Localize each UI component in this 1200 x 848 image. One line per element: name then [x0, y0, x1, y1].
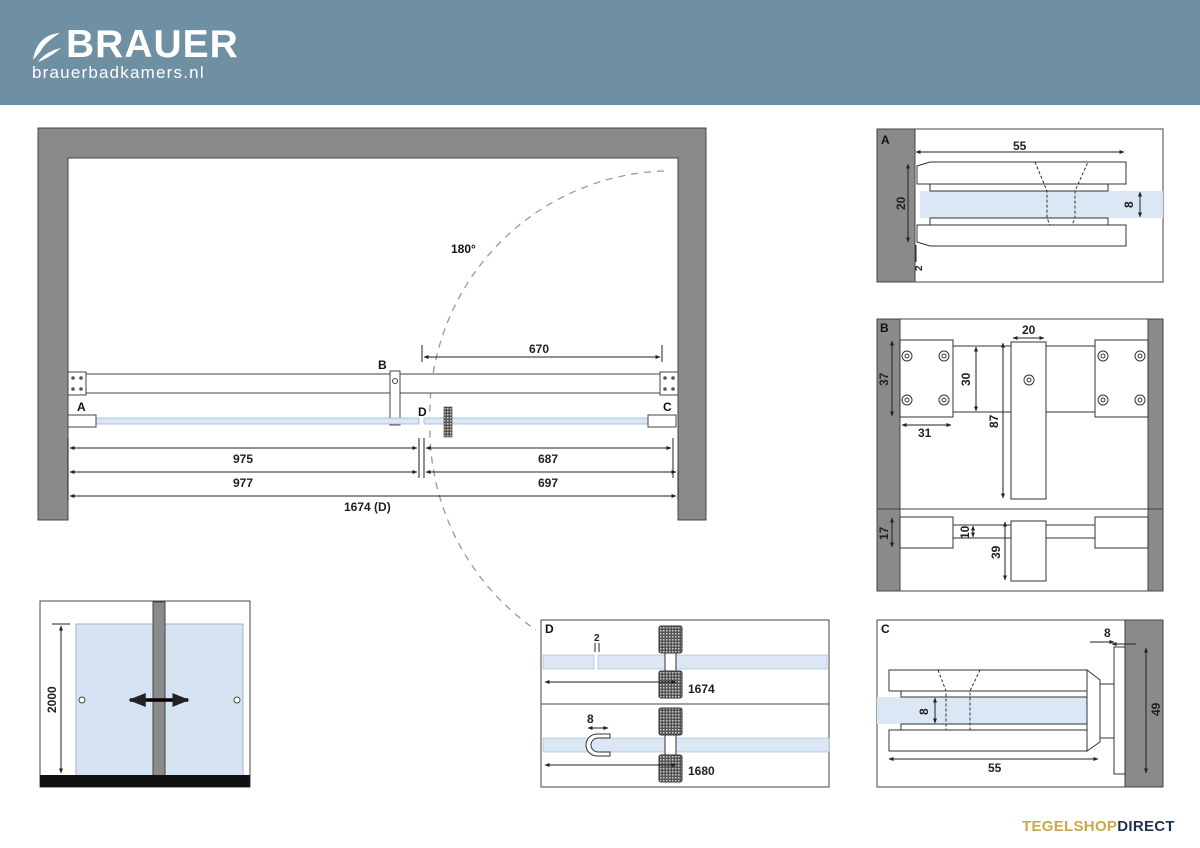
- svg-text:30: 30: [959, 372, 973, 386]
- detail-c: C 8 8 49 55: [876, 619, 1164, 788]
- svg-text:697: 697: [538, 476, 558, 490]
- svg-text:10: 10: [958, 525, 972, 539]
- svg-text:D: D: [545, 622, 554, 636]
- svg-text:17: 17: [877, 526, 891, 540]
- svg-text:55: 55: [988, 761, 1002, 775]
- svg-text:1674 (D): 1674 (D): [344, 500, 391, 514]
- svg-text:687: 687: [538, 452, 558, 466]
- svg-text:49: 49: [1149, 702, 1163, 716]
- svg-text:2: 2: [594, 633, 600, 644]
- center-post: [152, 601, 166, 777]
- wall-outline: [37, 127, 707, 521]
- fixed-glass-panel: [85, 417, 420, 425]
- svg-text:8: 8: [587, 712, 594, 726]
- svg-text:A: A: [881, 133, 890, 147]
- wall-profile-a: [67, 414, 97, 428]
- svg-text:C: C: [663, 400, 672, 414]
- svg-text:87: 87: [987, 414, 1001, 428]
- svg-text:2: 2: [914, 265, 925, 271]
- elevation-view: 2000: [39, 600, 251, 788]
- svg-text:B: B: [880, 321, 889, 335]
- svg-text:1680: 1680: [688, 764, 715, 778]
- brand-url[interactable]: brauerbadkamers.nl: [32, 63, 205, 82]
- svg-text:8: 8: [917, 708, 931, 715]
- magnetic-seal-profile: [585, 733, 611, 757]
- svg-text:20: 20: [1022, 323, 1036, 337]
- detail-d: D 2 1674 8 1680: [540, 619, 830, 788]
- plan-view: 180° B A C D: [37, 127, 707, 631]
- svg-text:977: 977: [233, 476, 253, 490]
- svg-text:2000: 2000: [45, 686, 59, 713]
- detail-b-wall-left: [876, 318, 901, 592]
- wall-profile-c: [647, 414, 677, 428]
- svg-text:20: 20: [894, 196, 908, 210]
- svg-text:31: 31: [918, 426, 932, 440]
- door-swing-arc: [429, 170, 665, 631]
- header-banner: BRAUER brauerbadkamers.nl: [0, 0, 1200, 105]
- rail-bracket-right: [659, 371, 679, 396]
- svg-text:975: 975: [233, 452, 253, 466]
- svg-text:A: A: [77, 400, 86, 414]
- svg-text:8: 8: [1122, 201, 1136, 208]
- rail-bracket-left: [67, 371, 87, 396]
- swing-angle-label: 180°: [451, 242, 476, 256]
- footer-brand-part-b: DIRECT: [1117, 818, 1175, 835]
- svg-text:1674: 1674: [688, 682, 715, 696]
- sliding-glass-panel: [423, 417, 665, 425]
- detail-b-wall-right: [1147, 318, 1164, 592]
- carriage-block: [1010, 341, 1047, 500]
- footer-brand[interactable]: TEGELSHOPDIRECT: [1022, 818, 1175, 835]
- svg-text:670: 670: [529, 342, 549, 356]
- svg-text:D: D: [418, 405, 427, 419]
- svg-text:C: C: [881, 622, 890, 636]
- svg-text:B: B: [378, 358, 387, 372]
- sliding-carriage: [389, 370, 401, 426]
- door-knob: [443, 406, 453, 438]
- svg-text:8: 8: [1104, 626, 1111, 640]
- detail-a: A 55 20 8 2: [876, 128, 1164, 283]
- svg-text:37: 37: [877, 372, 891, 386]
- detail-b: B 20 37 30 87 31: [876, 318, 1164, 592]
- footer-brand-part-a: TEGELSHOP: [1022, 818, 1118, 835]
- svg-text:39: 39: [989, 545, 1003, 559]
- floor-strip: [40, 775, 250, 787]
- brand-name[interactable]: BRAUER: [66, 23, 239, 66]
- brauer-logo-icon: [33, 33, 61, 62]
- svg-text:55: 55: [1013, 139, 1027, 153]
- top-rail: [85, 373, 661, 394]
